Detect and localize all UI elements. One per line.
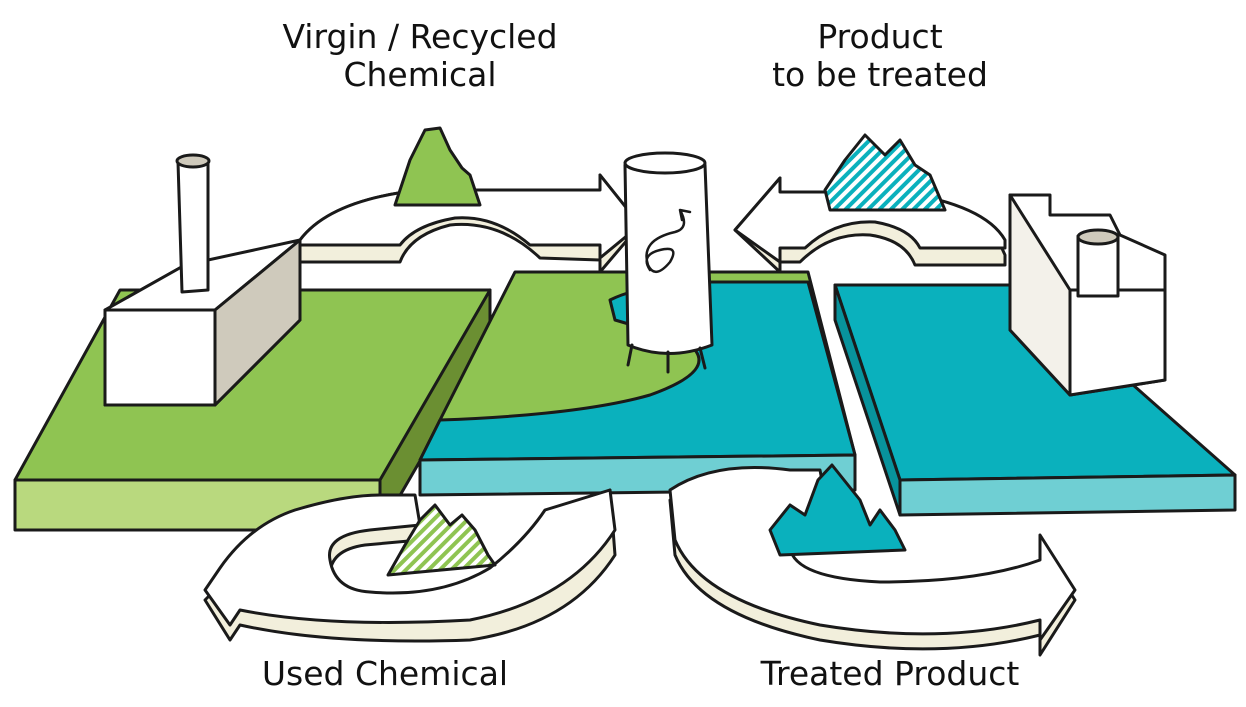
label-virgin-recycled-chemical: Virgin / Recycled Chemical (250, 18, 590, 94)
mound-product-untreated (823, 133, 947, 212)
label-virgin-line2: Chemical (343, 55, 497, 94)
arrow-chemical-to-vessel (298, 173, 642, 274)
center-slab (418, 270, 857, 497)
label-product-line1: Product (817, 17, 943, 56)
label-product-to-be-treated: Product to be treated (740, 18, 1020, 94)
vessel (623, 151, 714, 374)
label-treated-product: Treated Product (730, 655, 1050, 693)
label-treated-text: Treated Product (760, 654, 1020, 693)
factory-right (1008, 193, 1167, 397)
label-used-text: Used Chemical (261, 654, 509, 693)
label-product-line2: to be treated (772, 55, 988, 94)
mound-treated-product (768, 463, 907, 557)
right-teal-slab (833, 283, 1237, 517)
mound-virgin-chemical (393, 126, 482, 207)
arrow-used-chemical (203, 488, 617, 643)
mound-used-chemical (386, 503, 497, 577)
label-virgin-line1: Virgin / Recycled (282, 17, 558, 56)
factory-left (103, 153, 302, 407)
label-used-chemical: Used Chemical (225, 655, 545, 693)
